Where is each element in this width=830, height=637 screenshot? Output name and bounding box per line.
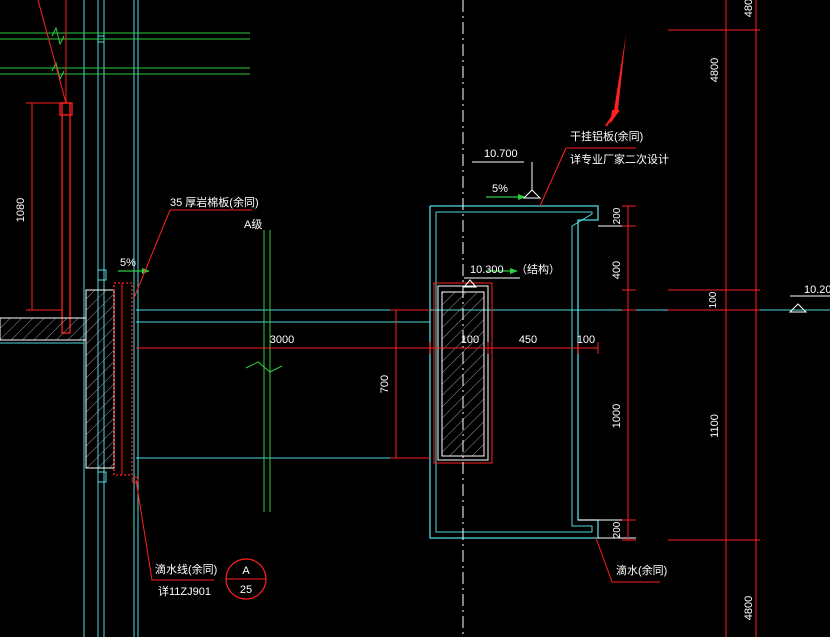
dim-100-b: 100 <box>577 334 595 346</box>
axis-a-label: A级 <box>244 218 262 231</box>
elevation-top-label: 10.700 <box>484 148 518 160</box>
dim-480-clipped: 480 <box>743 0 755 17</box>
dim-700: 700 <box>379 375 391 393</box>
dim-400: 400 <box>611 261 623 279</box>
dim-1100: 1100 <box>709 414 721 438</box>
elevation-right-label: 10.20 <box>804 284 830 296</box>
dim-100-mid: 100 <box>708 291 719 308</box>
axis-a-line <box>245 230 283 512</box>
leader-lines <box>133 34 660 583</box>
insulation-note: 35 厚岩棉板(余同) <box>170 195 259 209</box>
dim-450: 450 <box>519 334 537 346</box>
right-dimension-chain <box>622 0 760 637</box>
dim-1000: 1000 <box>611 404 623 428</box>
drip-right-label: 滴水(余同) <box>616 563 667 577</box>
elevation-structure-label: 10.300 <box>470 264 504 276</box>
cladding-note-line2: 详专业厂家二次设计 <box>570 152 669 166</box>
dim-4800-top: 4800 <box>709 58 721 82</box>
detail-ref-bottom: 25 <box>240 584 252 596</box>
drip-left-line2: 详11ZJ901 <box>158 584 211 598</box>
dim-200-top: 200 <box>612 207 623 224</box>
dim-200-bot: 200 <box>612 521 623 538</box>
detail-ref-top: A <box>242 565 250 577</box>
structure-note: （结构） <box>516 262 560 276</box>
slope-left-label: 5% <box>120 257 136 269</box>
slope-top-label: 5% <box>492 183 508 195</box>
dim-1080: 1080 <box>15 198 27 222</box>
cladding-note-line1: 干挂铝板(余同) <box>570 129 643 143</box>
dim-4800-bot: 4800 <box>743 596 755 620</box>
parapet-box <box>118 0 830 637</box>
drip-left-line1: 滴水线(余同) <box>155 562 217 576</box>
dim-3000: 3000 <box>270 334 294 346</box>
dim-100-a: 100 <box>461 334 479 346</box>
detail-reference-circle: A 25 <box>225 558 267 600</box>
